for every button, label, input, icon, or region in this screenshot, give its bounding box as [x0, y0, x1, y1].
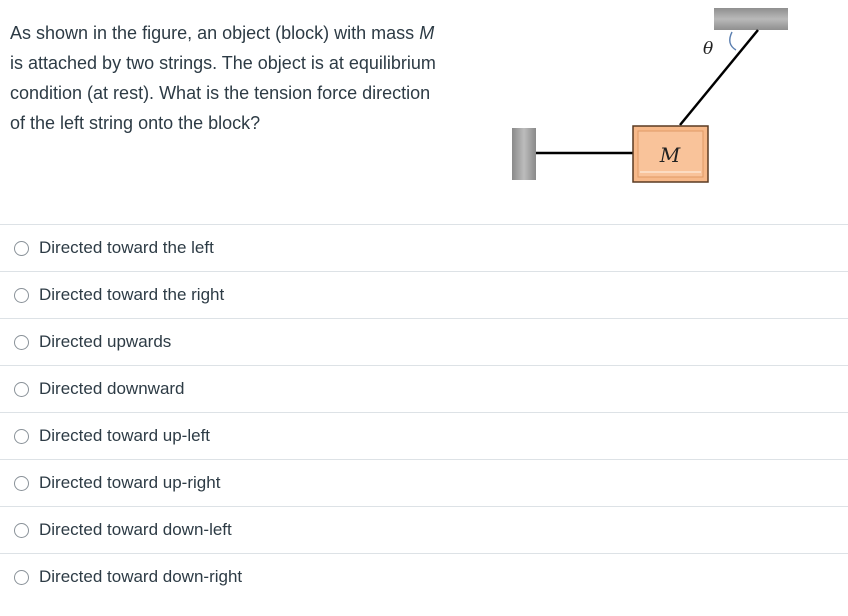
radio-button[interactable] — [14, 381, 29, 397]
radio-button[interactable] — [14, 287, 29, 303]
radio-button[interactable] — [14, 475, 29, 491]
block-inner — [637, 130, 704, 178]
question-part2: is attached by two strings. The object i… — [10, 53, 436, 133]
block-label: M — [659, 143, 681, 167]
answer-label: Directed toward up-right — [39, 473, 221, 492]
question-part1: As shown in the figure, an object (block… — [10, 23, 420, 43]
radio-button[interactable] — [14, 428, 29, 444]
mass-variable: M — [419, 23, 435, 43]
question-text: As shown in the figure, an object (block… — [10, 18, 450, 138]
answer-label: Directed toward up-left — [39, 426, 211, 445]
answer-label: Directed toward down-right — [39, 567, 243, 586]
physics-figure: θ M — [512, 8, 788, 183]
answer-option-left[interactable]: Directed toward the left — [0, 224, 848, 271]
radio-button[interactable] — [14, 334, 29, 350]
angle-arc — [729, 31, 737, 51]
answer-option-right[interactable]: Directed toward the right — [0, 271, 848, 318]
angle-label: θ — [703, 39, 713, 59]
radio-button[interactable] — [14, 522, 29, 538]
answer-option-down[interactable]: Directed downward — [0, 365, 848, 412]
answer-option-down-right[interactable]: Directed toward down-right — [0, 553, 848, 600]
answer-option-up-left[interactable]: Directed toward up-left — [0, 412, 848, 459]
ceiling-support — [714, 8, 788, 30]
answer-option-down-left[interactable]: Directed toward down-left — [0, 506, 848, 553]
answer-label: Directed downward — [39, 379, 185, 398]
right-string — [679, 29, 759, 126]
answer-list: Directed toward the left Directed toward… — [0, 224, 848, 600]
answer-label: Directed toward the left — [39, 238, 214, 257]
answer-option-up[interactable]: Directed upwards — [0, 318, 848, 365]
radio-button[interactable] — [14, 240, 29, 256]
answer-label: Directed upwards — [39, 332, 172, 351]
answer-label: Directed toward down-left — [39, 520, 232, 539]
answer-option-up-right[interactable]: Directed toward up-right — [0, 459, 848, 506]
left-wall — [512, 128, 536, 180]
radio-button[interactable] — [14, 569, 29, 585]
answer-label: Directed toward the right — [39, 285, 225, 304]
